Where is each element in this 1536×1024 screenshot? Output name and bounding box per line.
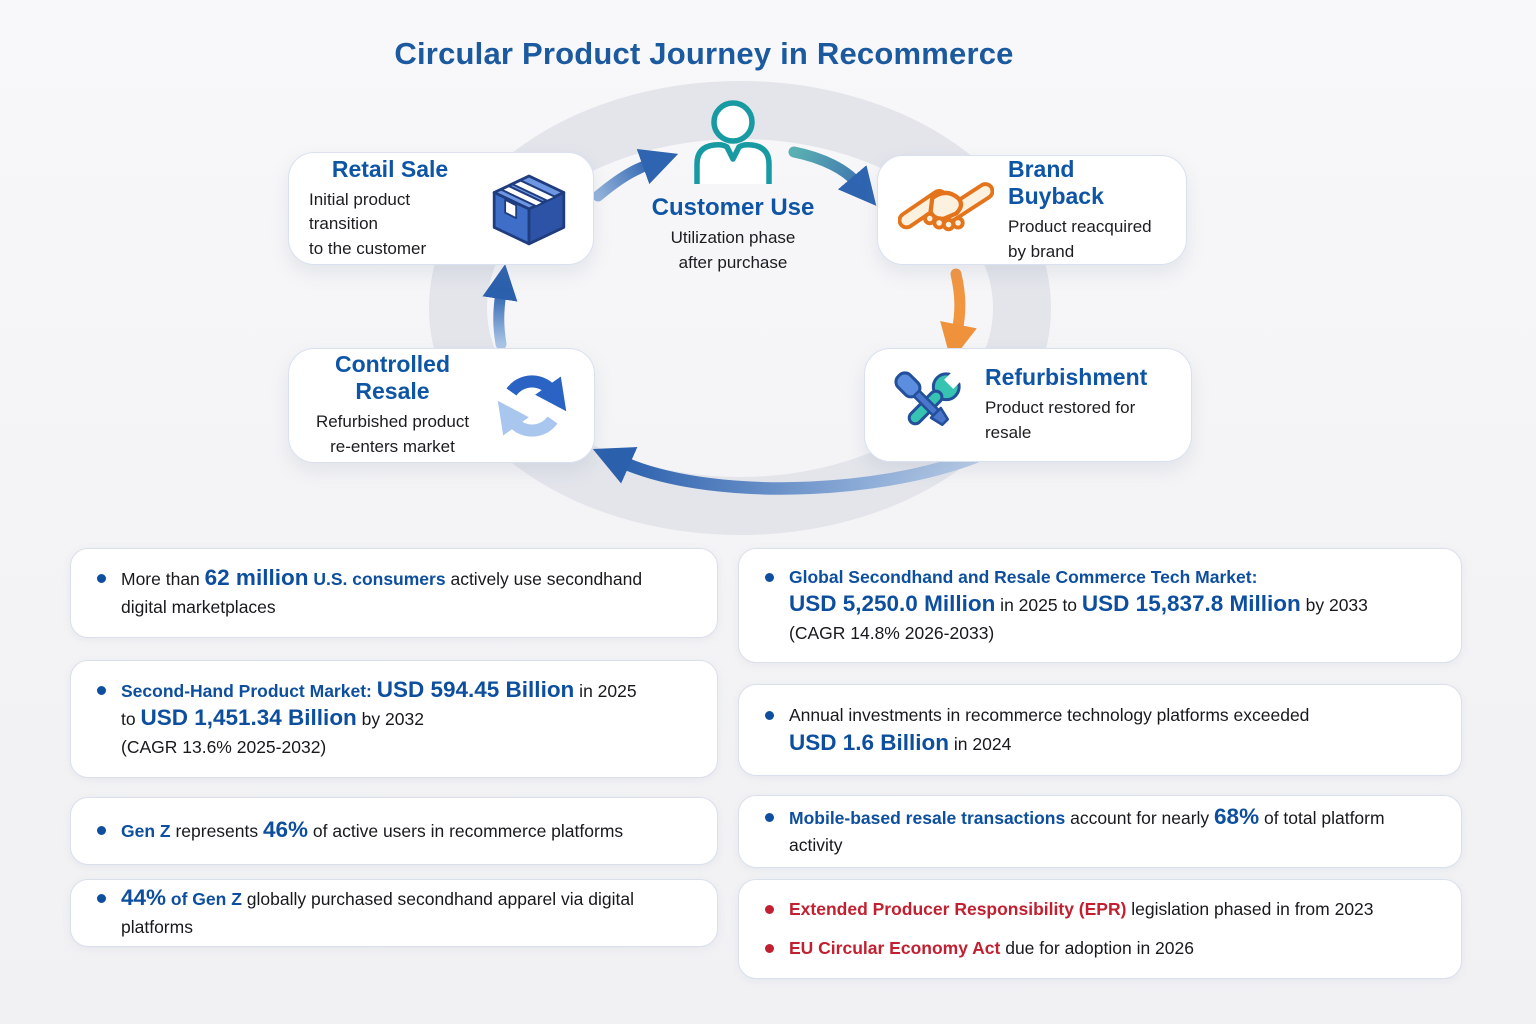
arrow-customer-to-buyback-icon <box>788 146 877 206</box>
node-refurbishment-text: Refurbishment Product restored for resal… <box>985 364 1171 445</box>
stat-text: Extended Producer Responsibility (EPR) l… <box>789 898 1374 919</box>
page-title: Circular Product Journey in Recommerce <box>394 36 1014 71</box>
stat-row: Mobile-based resale transactions account… <box>765 804 1435 859</box>
node-desc: Initial product transition to the custom… <box>309 189 427 258</box>
stat-text: Gen Z represents 46% of active users in … <box>121 816 624 842</box>
node-desc: Utilization phase after purchase <box>670 228 796 272</box>
bullet-icon <box>765 711 774 721</box>
stat-row: Annual investments in recommerce technol… <box>765 702 1435 757</box>
bullet-icon <box>765 904 774 914</box>
stat-row: Extended Producer Responsibility (EPR) l… <box>765 896 1435 923</box>
stat-row: Gen Z represents 46% of active users in … <box>97 817 691 845</box>
stat-row: EU Circular Economy Act due for adoption… <box>765 935 1435 962</box>
bullet-icon <box>765 573 774 583</box>
stat-box-secondhand-market: Second-Hand Product Market: USD 594.45 B… <box>70 660 718 778</box>
stat-box-genz-share: Gen Z represents 46% of active users in … <box>70 797 718 865</box>
stat-text: More than 62 million U.S. consumers acti… <box>121 565 643 617</box>
node-refurbishment: Refurbishment Product restored for resal… <box>864 348 1192 462</box>
node-customer-use: Customer Use Utilization phase after pur… <box>622 100 844 275</box>
circular-flow-diagram <box>429 81 1051 535</box>
bullet-icon <box>97 574 106 584</box>
node-title: Controlled Resale <box>335 351 450 405</box>
stat-box-legislation: Extended Producer Responsibility (EPR) l… <box>738 879 1462 979</box>
bullet-icon <box>97 894 106 904</box>
stat-text: Second-Hand Product Market: USD 594.45 B… <box>121 677 637 757</box>
recycle-arrows-icon <box>490 364 574 448</box>
arrow-resale-to-retail-icon <box>482 264 518 350</box>
node-title: Retail Sale <box>331 155 449 182</box>
stat-box-genz-apparel: 44% of Gen Z globally purchased secondha… <box>70 879 718 947</box>
node-desc: Product reacquired by brand <box>1008 216 1152 261</box>
stat-box-annual-investments: Annual investments in recommerce technol… <box>738 684 1462 776</box>
stat-row: More than 62 million U.S. consumers acti… <box>97 565 691 620</box>
bullet-icon <box>765 812 774 822</box>
package-box-icon <box>485 165 573 253</box>
node-controlled-resale: Controlled Resale Refurbished product re… <box>288 348 595 463</box>
bullet-icon <box>97 686 106 696</box>
node-controlled-resale-text: Controlled Resale Refurbished product re… <box>309 351 476 459</box>
arrow-buyback-to-refurbishment-icon <box>940 268 977 362</box>
node-desc: Product restored for resale <box>985 398 1136 442</box>
node-desc: Refurbished product re-enters market <box>315 412 470 456</box>
stat-text: Global Secondhand and Resale Commerce Te… <box>789 567 1368 643</box>
stat-row: Second-Hand Product Market: USD 594.45 B… <box>97 677 691 760</box>
bullet-icon <box>97 825 106 835</box>
node-retail-sale-text: Retail Sale Initial product transition t… <box>309 156 471 262</box>
stat-text: Annual investments in recommerce technol… <box>789 705 1310 755</box>
bullet-icon <box>765 944 774 953</box>
node-retail-sale: Retail Sale Initial product transition t… <box>288 152 594 265</box>
node-title: Customer Use <box>651 194 815 221</box>
stat-box-mobile-transactions: Mobile-based resale transactions account… <box>738 795 1462 868</box>
arrow-refurbishment-to-resale-icon <box>592 439 1007 495</box>
stat-row: Global Secondhand and Resale Commerce Te… <box>765 564 1435 646</box>
person-icon <box>683 100 783 186</box>
handshake-icon <box>898 173 994 247</box>
node-title: Refurbishment <box>985 364 1148 391</box>
stat-text: 44% of Gen Z globally purchased secondha… <box>121 885 634 937</box>
stat-text: Mobile-based resale transactions account… <box>789 803 1385 855</box>
node-title: Brand Buyback <box>1008 155 1104 209</box>
arrow-retail-to-customer-icon <box>592 148 679 202</box>
node-brand-buyback: Brand Buyback Product reacquired by bran… <box>877 155 1187 265</box>
stat-box-tech-market: Global Secondhand and Resale Commerce Te… <box>738 548 1462 663</box>
tools-icon <box>885 362 971 448</box>
stat-box-us-consumers: More than 62 million U.S. consumers acti… <box>70 548 718 638</box>
stat-text: EU Circular Economy Act due for adoption… <box>789 938 1194 958</box>
stat-row: 44% of Gen Z globally purchased secondha… <box>97 885 691 940</box>
node-brand-buyback-text: Brand Buyback Product reacquired by bran… <box>1008 156 1166 264</box>
